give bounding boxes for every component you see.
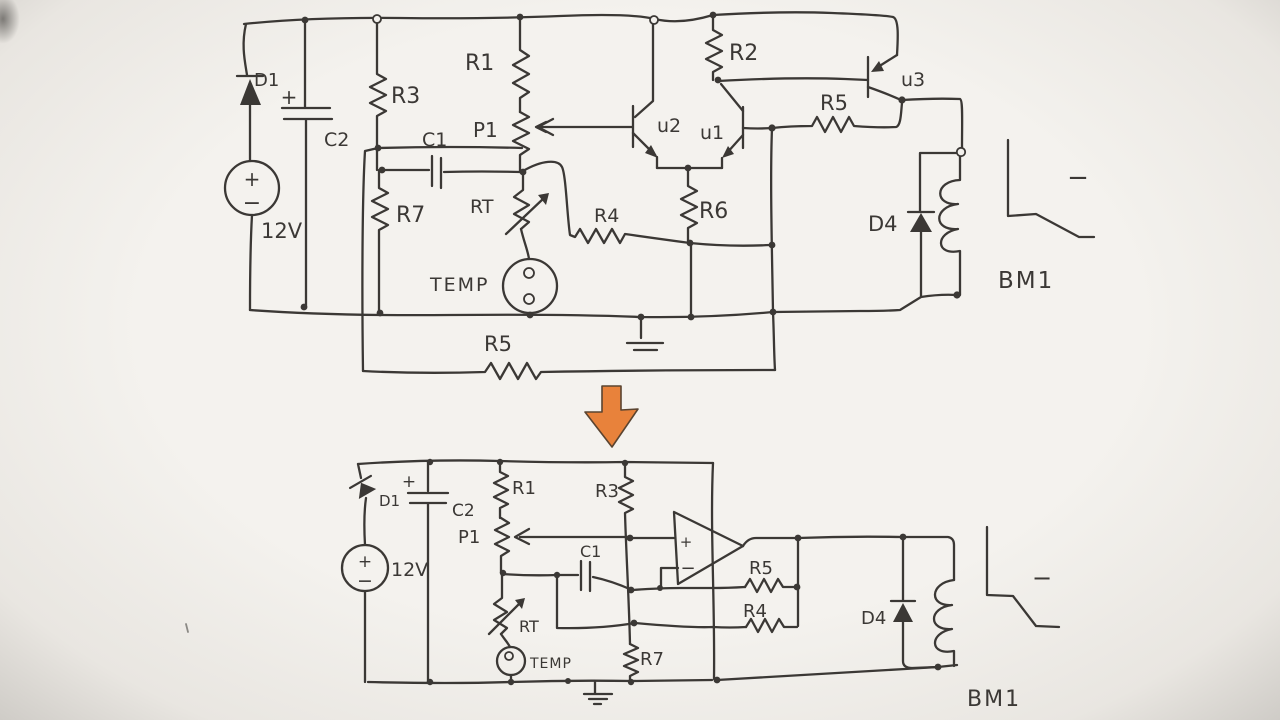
c1-label: C1 (422, 129, 447, 151)
bm1-label: BM1 (998, 268, 1054, 294)
r4-label-bottom: R4 (743, 601, 767, 622)
r2-label: R2 (729, 41, 758, 66)
voltage-source: + − 12V (223, 159, 303, 312)
c1-capacitor: C1 (380, 129, 522, 190)
r5-lower-label: R5 (484, 332, 512, 356)
u3-transistor: u3 (866, 53, 925, 102)
temp-label-bottom: TEMP (529, 656, 572, 672)
rt-thermistor-bottom: RT (487, 571, 539, 636)
r6-resistor: R6 (679, 166, 772, 319)
u2-label: u2 (657, 115, 681, 137)
ground-symbol (625, 315, 665, 352)
p1-potentiometer: P1 (473, 110, 634, 174)
source-plus: + (244, 167, 261, 191)
r3-label: R3 (391, 84, 420, 109)
motor-coil (938, 153, 962, 297)
r4-label: R4 (594, 205, 619, 227)
r1-resistor: R1 (465, 15, 531, 114)
u3-base-wire (716, 77, 870, 83)
source-minus-bottom: − (357, 570, 373, 592)
r5-upper-label: R5 (820, 91, 848, 115)
r7-resistor-bottom: R7 (622, 642, 664, 684)
d1-diode-bottom: D1 (348, 462, 400, 547)
opamp-plus: + (680, 533, 693, 551)
p1-label: P1 (473, 118, 498, 142)
opamp: + − (628, 510, 745, 590)
rt-thermistor: RT (470, 170, 549, 236)
r3-label-bottom: R3 (595, 481, 619, 502)
d1-label-bottom: D1 (379, 492, 400, 510)
r7-label: R7 (396, 203, 425, 228)
top-circuit: D1 + − 12V + C2 R3 R7 C1 (223, 11, 1096, 381)
bm1-minus: − (1067, 163, 1089, 193)
voltage-source-bottom: + − 12V (340, 543, 428, 684)
temp-sensor-bottom: TEMP (495, 632, 572, 684)
rt-label-bottom: RT (519, 617, 539, 636)
r7-resistor: R7 (370, 168, 425, 315)
d1-diode: D1 (235, 22, 279, 163)
opamp-minus: − (680, 558, 695, 579)
c2-label: C2 (324, 129, 349, 151)
r7-label-bottom: R7 (640, 649, 664, 670)
c2-plus: + (281, 85, 298, 109)
bm1-minus-bottom: − (1032, 564, 1052, 592)
source-voltage-label: 12V (261, 219, 303, 243)
temp-sensor: TEMP (429, 227, 559, 318)
p1-label-bottom: P1 (458, 527, 480, 548)
bm1-terminal: − BM1 (998, 138, 1096, 294)
c1-label-bottom: C1 (580, 542, 601, 561)
c2-capacitor: + C2 (281, 18, 349, 309)
junction-dots (300, 11, 967, 321)
u1-label: u1 (700, 122, 724, 144)
r5-label-bottom: R5 (749, 558, 773, 579)
d4-label: D4 (868, 212, 898, 236)
c1-capacitor-bottom: C1 (501, 542, 634, 593)
r6-label: R6 (699, 199, 728, 224)
feedback-tap-wire (361, 145, 524, 373)
u1-transistor: u1 (700, 82, 774, 170)
r4-feedback-resistor: R4 (743, 601, 799, 634)
p1-potentiometer-bottom: P1 (458, 516, 632, 575)
r5-feedback-resistor: R5 (743, 558, 799, 594)
motor-coil-bottom (933, 578, 956, 668)
r5-upper-resistor: R5 (770, 91, 904, 134)
source-voltage-label-bottom: 12V (391, 559, 428, 581)
r4-resistor: R4 (521, 160, 692, 245)
d4-diode-bottom: D4 (861, 535, 940, 670)
d1-label: D1 (254, 70, 279, 91)
u1-base-vertical (769, 126, 777, 372)
transform-arrow (584, 385, 639, 448)
output-wire (900, 97, 964, 151)
bm1-terminal-bottom: − BM1 (967, 525, 1061, 712)
c2-label-bottom: C2 (452, 501, 475, 521)
c1-tee-wire (555, 573, 637, 630)
bottom-circuit: D1 + − 12V + C2 R1 P1 R3 R7 (340, 458, 1061, 712)
photo-corner-shadow (0, 0, 20, 44)
stray-mark (185, 623, 189, 633)
bm1-label-bottom: BM1 (967, 687, 1021, 712)
opamp-output-wire (741, 535, 956, 582)
rt-label: RT (470, 196, 494, 218)
r3-resistor-bottom: R3 (595, 461, 635, 646)
r4-node-wire (633, 621, 748, 629)
c2-plus-bottom: + (402, 472, 416, 492)
r3-resistor: R3 (368, 21, 420, 172)
minus-node-wire (630, 585, 747, 592)
junction-dots-bottom (426, 458, 942, 686)
top-power-rail (242, 11, 959, 319)
u2-transistor: u2 (631, 20, 681, 170)
u3-label: u3 (901, 69, 925, 91)
r2-resistor: R2 (704, 13, 758, 82)
r1-label-bottom: R1 (512, 478, 536, 499)
source-plus-bottom: + (358, 552, 372, 572)
d4-label-bottom: D4 (861, 608, 886, 629)
source-minus: − (243, 191, 261, 216)
d4-diode: D4 (868, 151, 958, 298)
r1-resistor-bottom: R1 (492, 460, 536, 520)
r1-label: R1 (465, 51, 494, 76)
ground-symbol-bottom (582, 680, 614, 706)
r5-lower-resistor: R5 (361, 332, 777, 381)
temp-label: TEMP (429, 274, 489, 296)
c2-capacitor-bottom: + C2 (402, 460, 475, 684)
